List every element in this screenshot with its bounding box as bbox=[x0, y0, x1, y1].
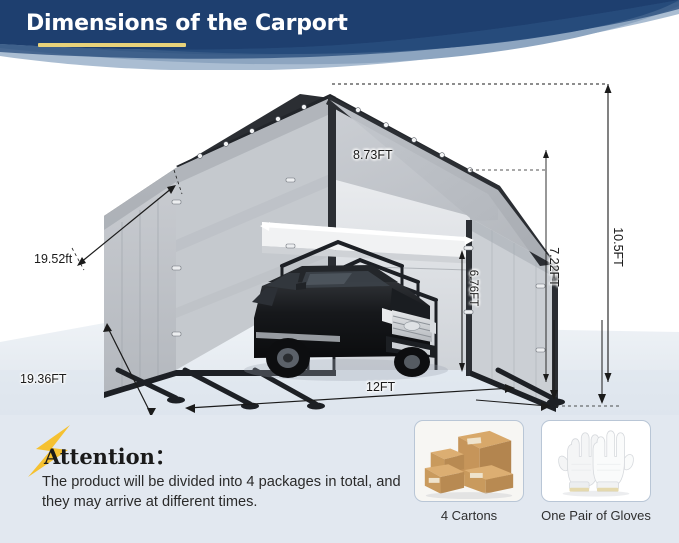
dim-label-eave-height: 7.22FT bbox=[546, 247, 561, 287]
lightning-bolt-icon bbox=[28, 425, 70, 477]
cardboard-boxes-icon bbox=[424, 430, 514, 500]
attention-panel: Attention： The product will be divided i… bbox=[0, 415, 679, 543]
card-gloves bbox=[541, 420, 651, 502]
included-items: 4 Cartons One Pair of Gloves bbox=[411, 420, 673, 538]
dim-label-depth-ground: 19.36FT bbox=[20, 372, 67, 386]
carport-diagram: 19.52ft 8.73FT 10.5FT 7.22FT 6.76FT 19.3… bbox=[0, 70, 679, 420]
attention-heading: Attention： bbox=[44, 444, 176, 469]
carport-illustration bbox=[0, 83, 679, 420]
card-cartons bbox=[414, 420, 524, 502]
dim-label-depth-left: 19.52ft bbox=[34, 252, 73, 266]
work-gloves-icon bbox=[558, 430, 634, 497]
dim-label-opening-height: 6.76FT bbox=[467, 269, 480, 307]
dim-label-opening-width: 8.73FT bbox=[353, 148, 393, 162]
dim-label-width-front: 12FT bbox=[366, 380, 396, 394]
title-underline bbox=[38, 43, 186, 47]
pickup-truck-illustration bbox=[244, 265, 448, 381]
page-title: Dimensions of the Carport bbox=[26, 11, 348, 36]
header-wave-graphic bbox=[0, 0, 679, 78]
header-banner: Dimensions of the Carport bbox=[0, 0, 679, 78]
attention-body-text: The product will be divided into 4 packa… bbox=[42, 474, 401, 511]
card-label-cartons: 4 Cartons bbox=[440, 508, 498, 523]
dim-label-total-height: 10.5FT bbox=[610, 227, 625, 267]
card-label-gloves: One Pair of Gloves bbox=[541, 508, 651, 523]
